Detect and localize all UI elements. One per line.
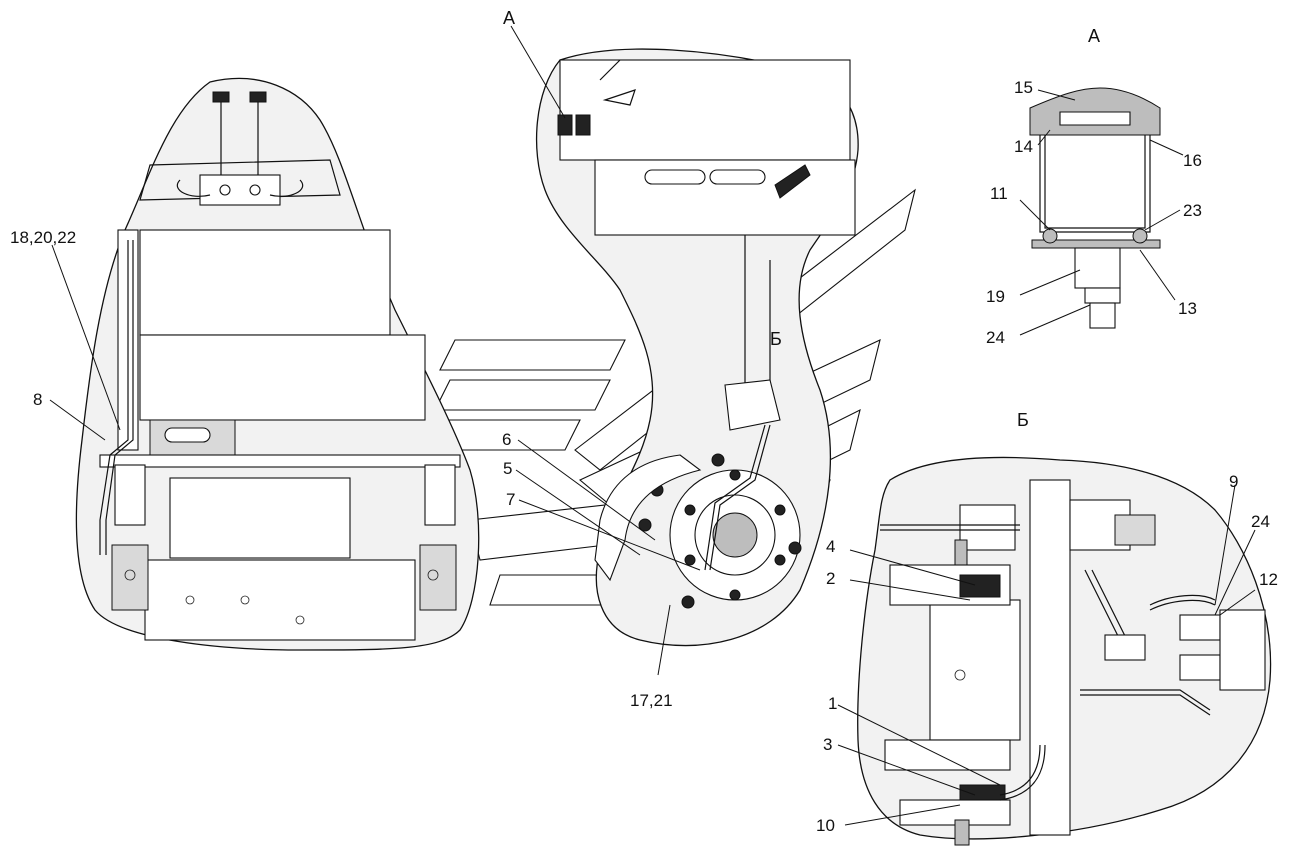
view-label-b-detail: Б (1017, 410, 1029, 430)
callout-15: 15 (1014, 78, 1033, 97)
callout-24-detail-b: 24 (1251, 512, 1270, 531)
callout-13: 13 (1178, 299, 1197, 318)
callout-14: 14 (1014, 137, 1033, 156)
view-label-b-arrow: Б (770, 329, 782, 349)
callout-1: 1 (828, 694, 837, 713)
callout-6: 6 (502, 430, 511, 449)
detail-b (857, 456, 1272, 846)
callout-5: 5 (503, 459, 512, 478)
callout-19: 19 (986, 287, 1005, 306)
callout-17-21: 17,21 (630, 691, 673, 710)
callout-8: 8 (33, 390, 42, 409)
callout-4: 4 (826, 537, 835, 556)
callout-18-20-22: 18,20,22 (10, 228, 76, 247)
callout-11: 11 (990, 184, 1008, 203)
callout-9: 9 (1229, 472, 1238, 491)
callout-3: 3 (823, 735, 832, 754)
callout-24-detail-a: 24 (986, 328, 1005, 347)
center-cab-view (536, 48, 859, 647)
callout-2: 2 (826, 569, 835, 588)
left-cab-view (75, 77, 480, 651)
callout-23: 23 (1183, 201, 1202, 220)
view-label-a-detail: А (1088, 26, 1100, 46)
callout-7: 7 (506, 490, 515, 509)
leader-lines (49, 25, 1256, 826)
callout-16: 16 (1183, 151, 1202, 170)
detail-a (1029, 87, 1161, 329)
view-label-a-top: А (503, 8, 515, 28)
callout-12: 12 (1259, 570, 1278, 589)
callout-10: 10 (816, 816, 835, 835)
callout-labels: 1 2 3 4 5 6 7 8 9 10 11 12 13 14 15 16 1… (10, 78, 1278, 835)
view-labels: А А Б Б (503, 8, 1100, 430)
